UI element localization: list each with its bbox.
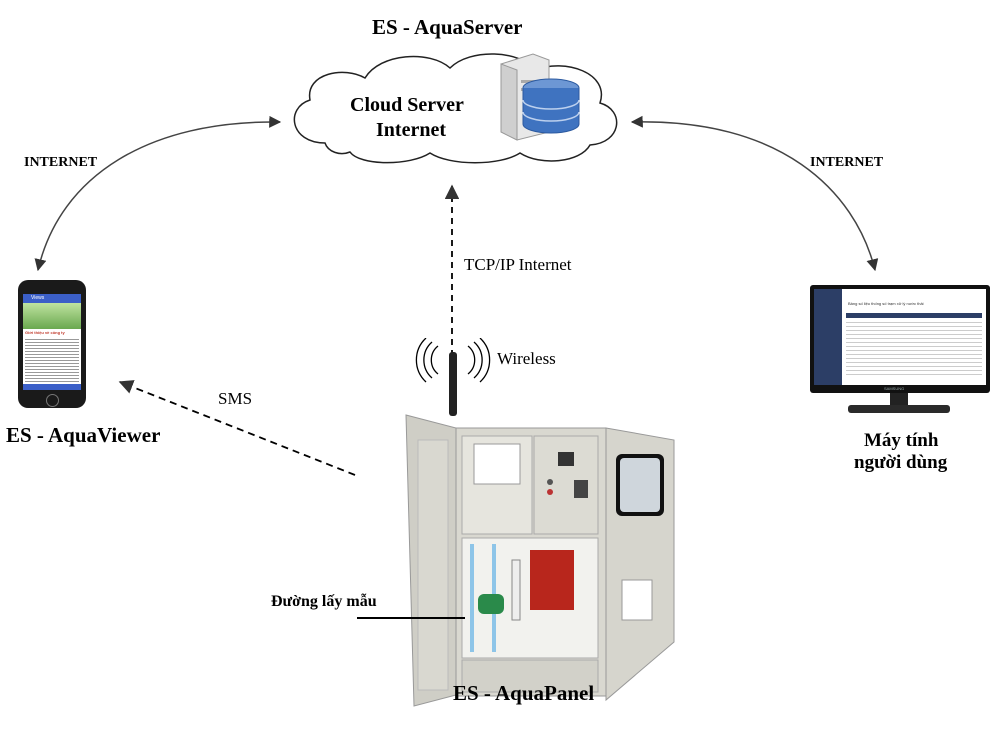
phone-screen: Views Giới thiệu về công ty [23,294,81,390]
monitor-brand: SAMSUNG [884,386,905,391]
phone-device: Views Giới thiệu về công ty [18,280,86,408]
phone-article-title: Giới thiệu về công ty [25,330,65,335]
monitor-screen-title: Bảng số liệu thống số trạm xử lý nước th… [848,301,924,306]
sampling-line-label: Đường lấy mẫu [271,593,377,610]
internet-label-right: INTERNET [810,155,884,170]
tcpip-label: TCP/IP Internet [464,255,572,274]
aquapanel-cabinet [405,414,675,707]
cloud-label-line1: Cloud Server [350,94,464,116]
sampling-line-pointer [357,617,465,619]
monitor: Bảng số liệu thống số trạm xử lý nước th… [810,285,990,393]
phone-app-title: Views [31,295,45,301]
phone-hero-image [23,303,81,329]
monitor-table [846,319,982,377]
internet-link-left [34,115,282,272]
panel-label: ES - AquaPanel [453,681,595,705]
computer-label-line2: người dùng [854,452,948,473]
phone-home-button [46,394,59,407]
sms-label: SMS [218,389,253,408]
sms-link [118,380,356,476]
monitor-screen: Bảng số liệu thống số trạm xử lý nước th… [814,289,986,385]
phone-article-text [25,337,79,385]
phone-bottom-nav [23,384,81,390]
server-icon [500,53,580,141]
phone-appbar: Views [23,294,81,303]
server-title: ES - AquaServer [372,15,523,39]
phone-label: ES - AquaViewer [6,423,161,447]
monitor-table-header [846,313,982,318]
internet-label-left: INTERNET [24,155,98,170]
monitor-base [848,405,950,413]
cloud-label-line2: Internet [376,119,446,141]
wireless-label: Wireless [497,349,556,368]
monitor-sidebar [814,289,842,385]
antenna [415,338,491,416]
internet-link-right [630,115,879,272]
computer-label-line1: Máy tính [864,430,939,451]
monitor-neck [890,393,908,405]
